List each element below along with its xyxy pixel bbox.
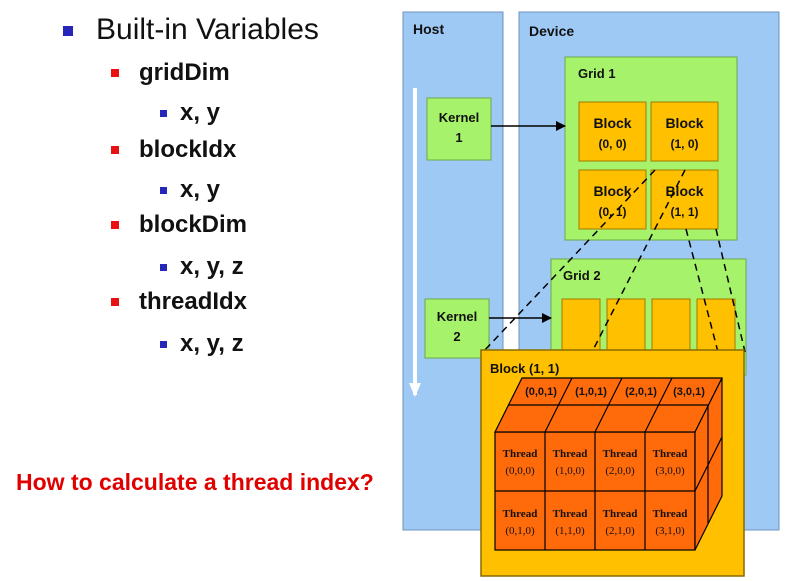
thread-coord-0-0: (0,0,0)	[505, 465, 535, 477]
item-blockdim: blockDim	[139, 211, 248, 238]
zoom-line	[685, 228, 719, 353]
block-1-1-coord: (1, 1)	[670, 205, 698, 219]
level3-bullet	[160, 341, 167, 348]
thread-coord-3-0: (3,0,0)	[655, 465, 685, 477]
grid2-block	[606, 298, 646, 356]
item-griddim-sub: x, y	[180, 99, 221, 126]
item-blockidx-sub: x, y	[180, 176, 221, 203]
thread-word: Thread	[553, 448, 588, 460]
level3-bullet	[160, 110, 167, 117]
block-1-0	[650, 101, 719, 162]
block-0-1-title: Block	[593, 183, 631, 199]
level1-bullet	[63, 26, 73, 36]
zoom-line	[591, 169, 686, 353]
thread-coord-1-1: (1,1,0)	[555, 525, 585, 537]
kernel2-number: 2	[453, 329, 460, 344]
zoom-line	[715, 228, 746, 353]
block-0-0-title: Block	[593, 115, 631, 131]
top-label-2: (2,0,1)	[625, 386, 657, 398]
level2-bullet	[111, 221, 119, 229]
thread-coord-3-1: (3,1,0)	[655, 525, 685, 537]
level2-bullet	[111, 69, 119, 77]
item-blockdim-sub: x, y, z	[180, 253, 244, 280]
grid2-block	[561, 298, 601, 356]
kernel2-word: Kernel	[437, 309, 477, 324]
thread-cube	[494, 377, 723, 551]
zoom-line	[482, 169, 656, 353]
kernel1-box	[426, 97, 492, 161]
block-0-1-coord: (0, 1)	[598, 205, 626, 219]
item-threadidx-sub: x, y, z	[180, 330, 244, 357]
thread-word: Thread	[603, 508, 638, 520]
item-griddim: gridDim	[139, 59, 230, 86]
grid2-block	[651, 298, 691, 356]
question-text: How to calculate a thread index?	[16, 469, 374, 495]
thread-coord-1-0: (1,0,0)	[555, 465, 585, 477]
host-label: Host	[413, 21, 444, 37]
level2-bullet	[111, 146, 119, 154]
block-1-0-title: Block	[665, 115, 703, 131]
kernel1-word: Kernel	[439, 110, 479, 125]
thread-word: Thread	[503, 508, 538, 520]
thread-coord-0-1: (0,1,0)	[505, 525, 535, 537]
level2-bullet	[111, 298, 119, 306]
kernel2-box	[424, 298, 490, 359]
item-threadidx: threadIdx	[139, 288, 248, 315]
grid1-label: Grid 1	[578, 66, 616, 81]
level3-bullet	[160, 264, 167, 271]
thread-word: Thread	[653, 508, 688, 520]
block-detail-label: Block (1, 1)	[490, 361, 559, 376]
block-0-0-coord: (0, 0)	[598, 137, 626, 151]
block-1-1-title: Block	[665, 183, 703, 199]
thread-word: Thread	[653, 448, 688, 460]
block-1-1	[650, 169, 719, 230]
top-label-1: (1,0,1)	[575, 386, 607, 398]
heading-built-in-variables: Built-in Variables	[96, 13, 319, 46]
block-1-0-coord: (1, 0)	[670, 137, 698, 151]
level3-bullet	[160, 187, 167, 194]
thread-coord-2-1: (2,1,0)	[605, 525, 635, 537]
item-blockidx: blockIdx	[139, 136, 237, 163]
top-label-3: (3,0,1)	[673, 386, 705, 398]
device-label: Device	[529, 23, 574, 39]
grid2-label: Grid 2	[563, 268, 601, 283]
block-0-1	[578, 169, 647, 230]
top-label-0: (0,0,1)	[525, 386, 557, 398]
thread-coord-2-0: (2,0,0)	[605, 465, 635, 477]
thread-word: Thread	[553, 508, 588, 520]
thread-word: Thread	[503, 448, 538, 460]
block-0-0	[578, 101, 647, 162]
kernel1-number: 1	[455, 130, 462, 145]
thread-word: Thread	[603, 448, 638, 460]
